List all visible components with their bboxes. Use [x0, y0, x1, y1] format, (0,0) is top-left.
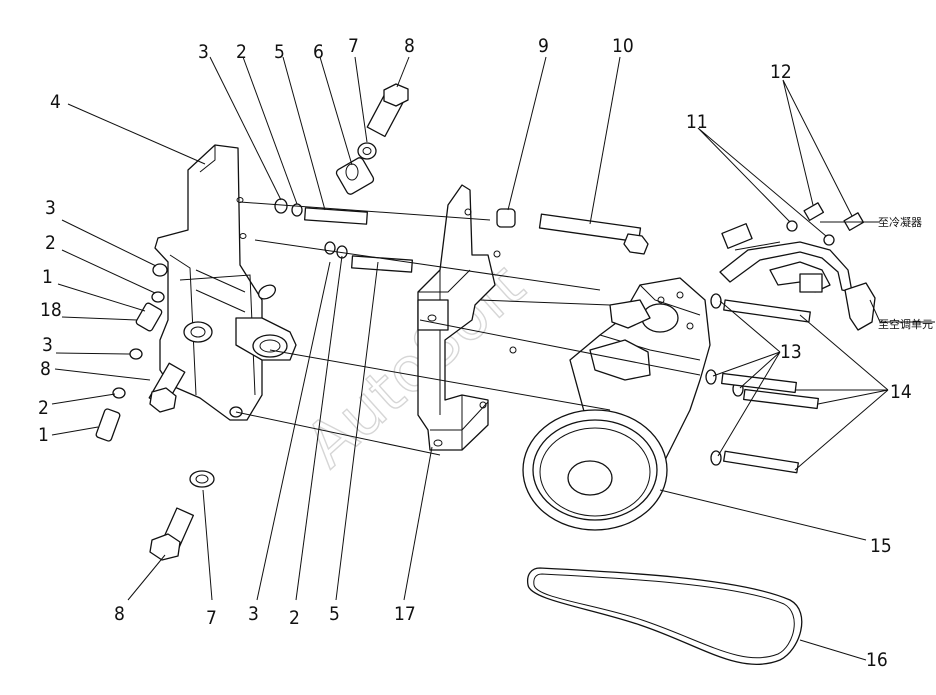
callout-17: 17 — [394, 603, 416, 625]
note-to-ac-unit: 至空调单元 — [878, 317, 933, 331]
callout-12: 12 — [770, 61, 792, 83]
note-to-condenser: 至冷凝器 — [878, 215, 922, 229]
callout-8: 8 — [114, 603, 125, 625]
callout-2: 2 — [45, 232, 56, 254]
callout-5: 5 — [329, 603, 340, 625]
callout-3: 3 — [198, 41, 209, 63]
callout-2: 2 — [289, 607, 300, 629]
callout-6: 6 — [313, 41, 324, 63]
refrigerant-lines — [719, 223, 876, 331]
callout-11: 11 — [686, 111, 708, 133]
callout-3: 3 — [45, 197, 56, 219]
callout-1: 1 — [42, 266, 53, 288]
callout-18: 18 — [40, 299, 62, 321]
assembly-lines — [235, 201, 701, 456]
callout-15: 15 — [870, 535, 892, 557]
parts-drawing — [95, 83, 876, 665]
callout-2: 2 — [38, 397, 49, 419]
callout-3: 3 — [248, 603, 259, 625]
leader-lines — [51, 56, 935, 661]
callout-8: 8 — [40, 358, 51, 380]
compressor-part-15 — [522, 277, 711, 531]
callout-2: 2 — [236, 41, 247, 63]
callout-5: 5 — [274, 41, 285, 63]
svg-text:AutoSoft: AutoSoft — [291, 249, 538, 481]
callout-7: 7 — [206, 607, 217, 629]
line-destination-notes: 至冷凝器 至空调单元 — [878, 215, 933, 331]
middle-bracket-part-17 — [417, 184, 517, 451]
callout-4: 4 — [50, 91, 61, 113]
callout-8: 8 — [404, 35, 415, 57]
drive-belt-part-16 — [526, 567, 803, 665]
callout-3: 3 — [42, 334, 53, 356]
callout-14: 14 — [890, 381, 912, 403]
callout-13: 13 — [780, 341, 802, 363]
fasteners — [95, 83, 865, 561]
callout-10: 10 — [612, 35, 634, 57]
callout-16: 16 — [866, 649, 888, 671]
callout-labels: 4 3 2 5 6 7 8 9 10 11 12 3 2 1 18 3 8 2 … — [38, 35, 912, 671]
watermark: AutoSoft — [290, 248, 538, 482]
callout-7: 7 — [348, 35, 359, 57]
callout-1: 1 — [38, 424, 49, 446]
callout-9: 9 — [538, 35, 549, 57]
